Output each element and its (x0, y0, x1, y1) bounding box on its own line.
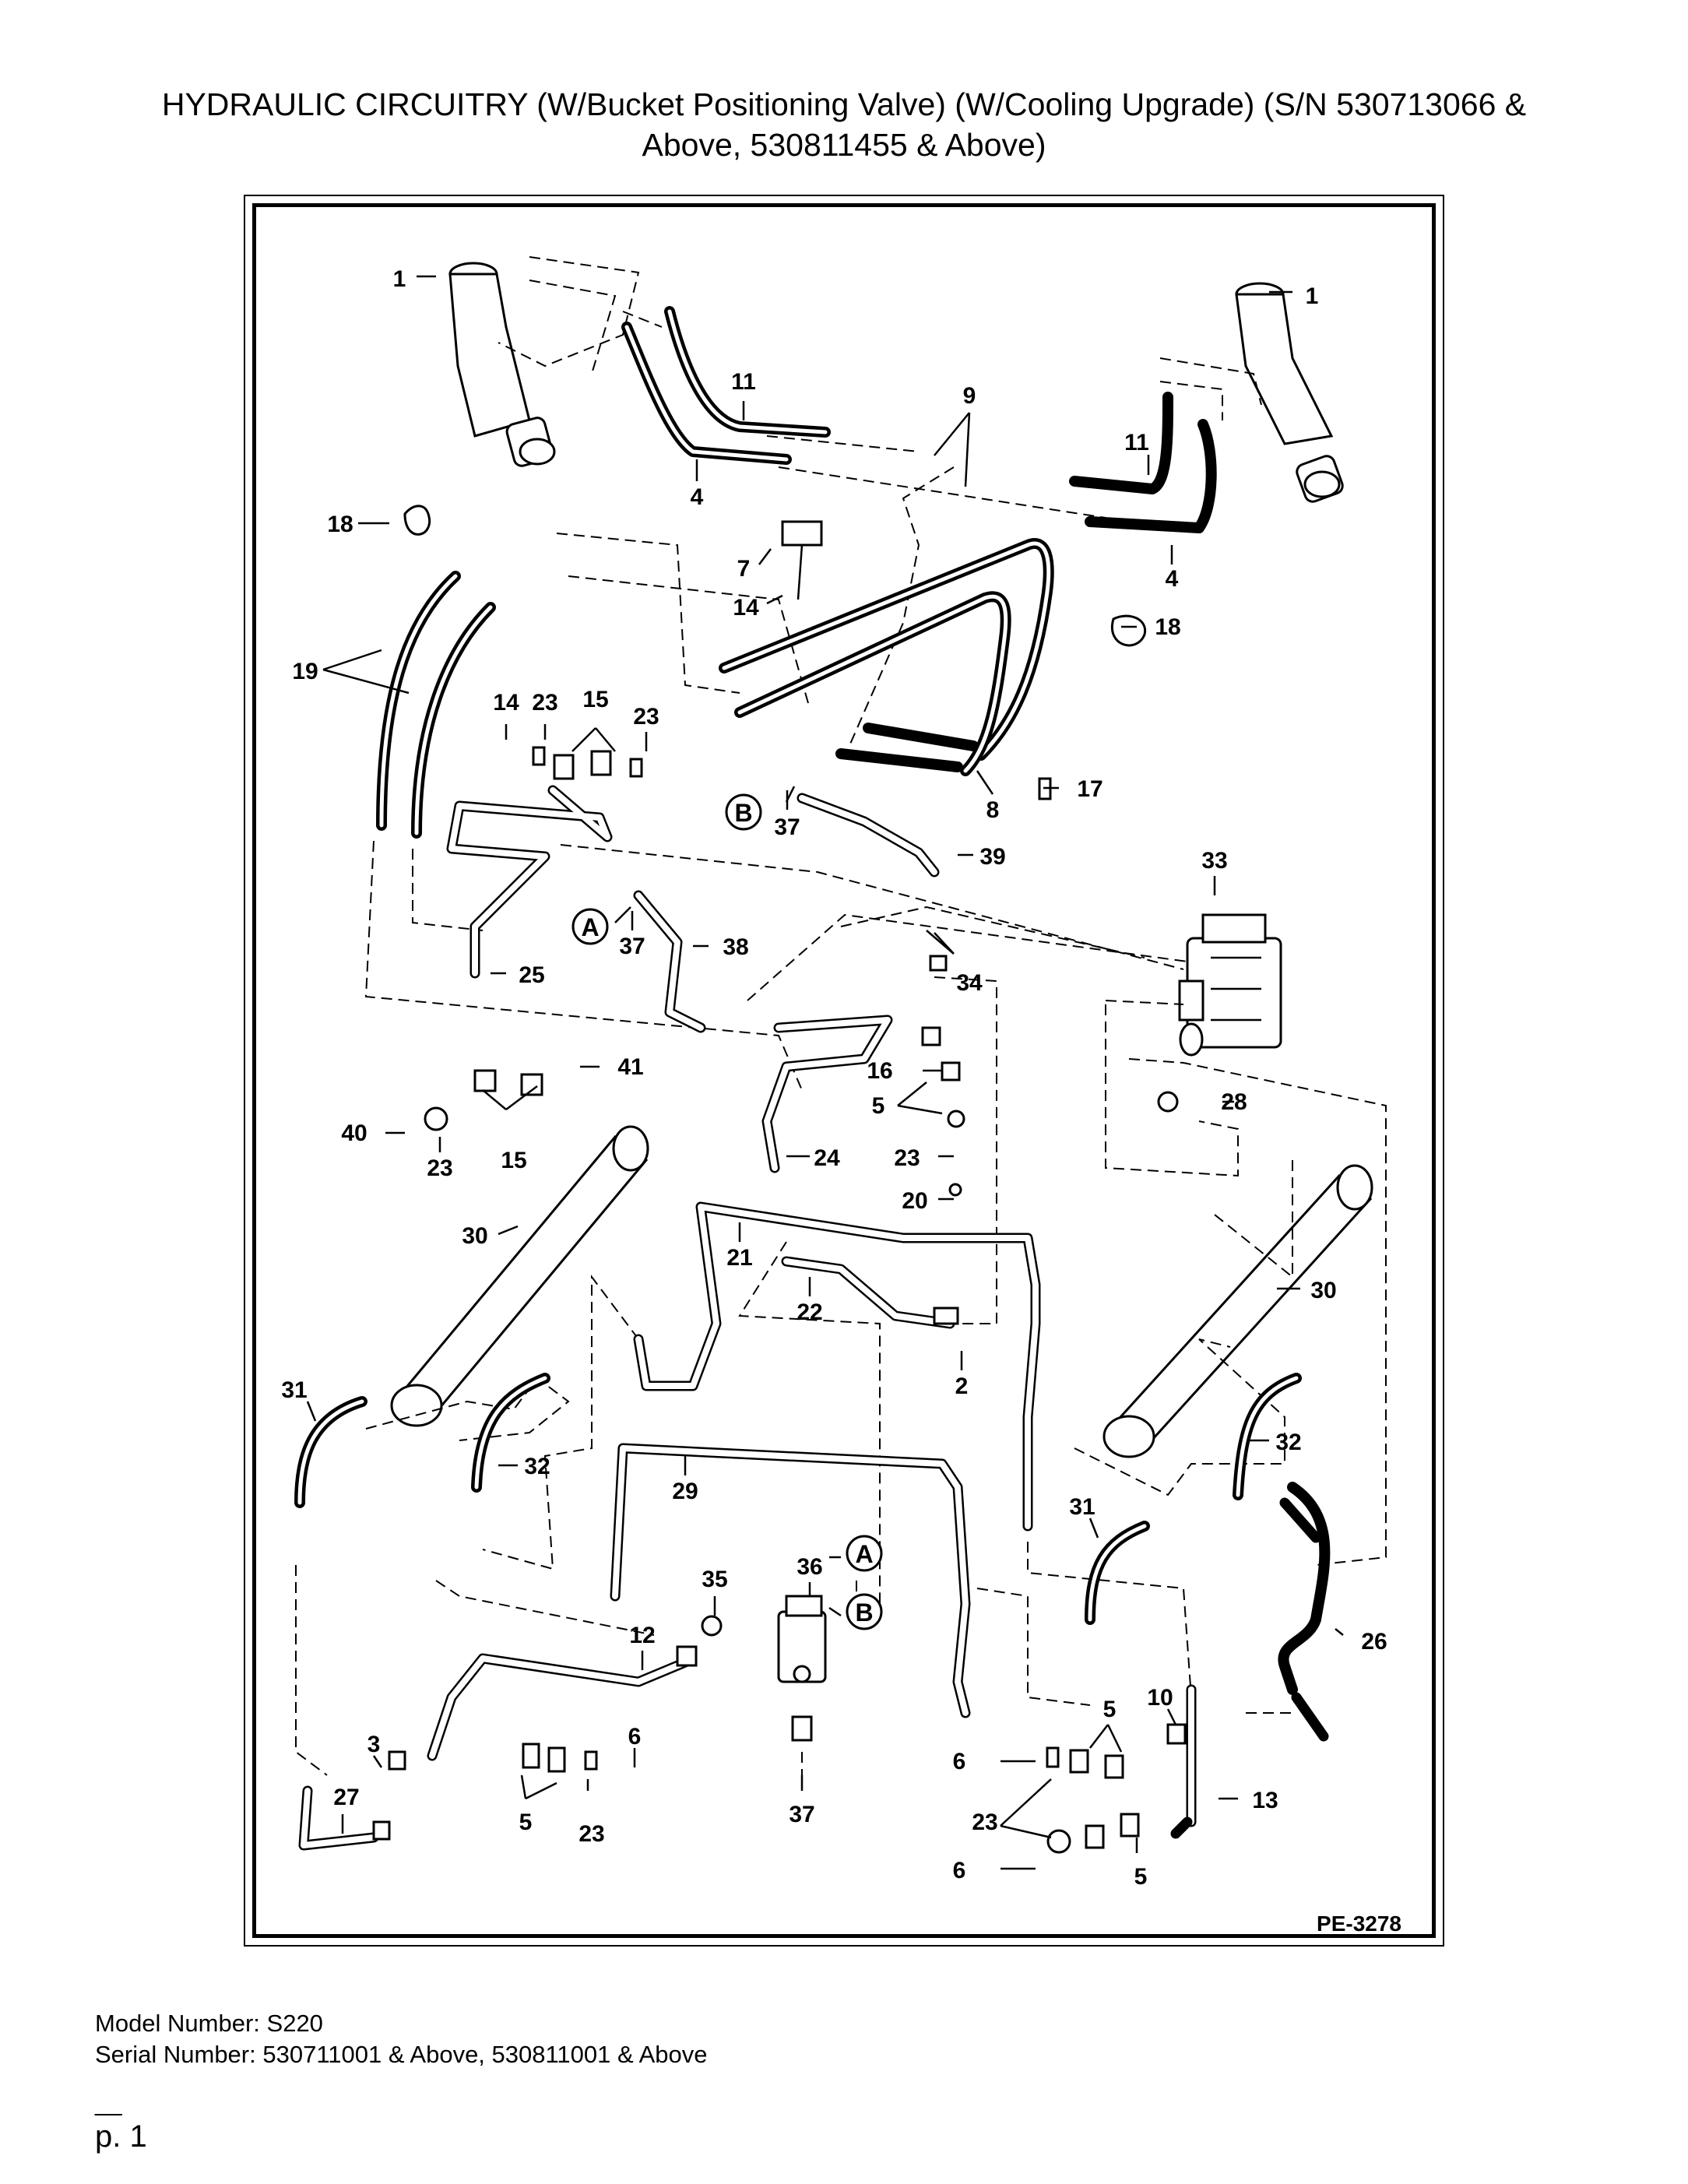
footer-rule: __ (95, 2089, 122, 2116)
circle-a-top: A (581, 913, 599, 941)
title-line-2: Above, 530811455 & Above) (642, 127, 1046, 163)
callout: 5 (1134, 1864, 1148, 1890)
callout: 32 (1275, 1430, 1301, 1455)
callout: 2 (955, 1373, 969, 1399)
callout: 30 (462, 1223, 487, 1249)
callout: 23 (532, 690, 557, 716)
callout: 8 (986, 797, 1000, 823)
callout: 7 (737, 556, 751, 582)
callout: 33 (1201, 848, 1227, 874)
callout-numbers: 1 1 11 9 11 4 4 18 18 7 14 19 14 23 15 2… (281, 266, 1387, 1890)
callout: 21 (726, 1245, 752, 1271)
callout: 31 (1069, 1494, 1095, 1520)
callout: 6 (953, 1749, 966, 1774)
callout: 10 (1147, 1685, 1173, 1711)
circle-b-bottom: B (855, 1598, 873, 1627)
page-title: HYDRAULIC CIRCUITRY (W/Bucket Positionin… (93, 84, 1595, 165)
callout: 4 (691, 484, 704, 510)
title-line-1: HYDRAULIC CIRCUITRY (W/Bucket Positionin… (161, 86, 1527, 122)
callout: 37 (789, 1802, 814, 1827)
cylinder-right-top (1235, 282, 1344, 503)
control-valve (1178, 913, 1282, 1057)
circle-labels: B A A B (571, 793, 883, 1630)
callout: 23 (633, 704, 659, 730)
callout: 29 (672, 1479, 698, 1504)
callout: 38 (723, 934, 748, 960)
callout: 16 (867, 1058, 892, 1084)
callout: 40 (341, 1120, 367, 1146)
diagram-frame (244, 195, 1444, 1947)
callout: 19 (292, 659, 318, 684)
callout: 5 (519, 1809, 533, 1835)
leader-lines (306, 275, 1344, 1870)
callout: 39 (979, 844, 1005, 870)
callout: 27 (333, 1785, 359, 1810)
cylinder-right-bottom (1102, 1164, 1373, 1458)
callout: 25 (519, 962, 544, 988)
small-parts (372, 505, 1187, 1854)
circle-a-bottom: A (855, 1540, 873, 1568)
callout: 41 (617, 1054, 643, 1080)
callout: 20 (902, 1188, 927, 1214)
callout: 18 (327, 512, 353, 537)
circle-b-top: B (734, 799, 752, 827)
callout: 31 (281, 1377, 307, 1403)
callout: 6 (953, 1858, 966, 1883)
page-number: p. 1 (95, 2119, 147, 2154)
callout: 11 (1124, 430, 1149, 455)
callout: 28 (1221, 1089, 1247, 1115)
callout: 3 (367, 1732, 381, 1757)
callout: 24 (814, 1145, 840, 1171)
callout: 11 (731, 369, 756, 395)
diagram-ref-code: PE-3278 (1317, 1911, 1401, 1936)
callout: 23 (972, 1809, 997, 1835)
tubes (298, 785, 1197, 1851)
strap-18-right (1110, 614, 1147, 647)
callout: 34 (956, 970, 983, 996)
callout: 37 (619, 934, 645, 959)
callout: 5 (1103, 1697, 1117, 1722)
strap-18-left (403, 505, 431, 536)
callout: 36 (797, 1554, 822, 1580)
bucket-positioning-valve (777, 1595, 827, 1742)
callout: 14 (493, 690, 519, 716)
callout: 23 (894, 1145, 920, 1171)
serial-number: Serial Number: 530711001 & Above, 530811… (95, 2041, 708, 2068)
callout: 26 (1361, 1629, 1387, 1655)
callout: 1 (1306, 283, 1319, 309)
diagram-inner-border (252, 203, 1436, 1938)
callout: 23 (578, 1821, 604, 1847)
hoses (294, 306, 1331, 1742)
callout: 32 (524, 1454, 550, 1479)
model-number: Model Number: S220 (95, 2010, 323, 2037)
callout: 17 (1077, 776, 1102, 802)
callout: 18 (1155, 614, 1180, 640)
callout: 4 (1166, 566, 1179, 592)
callout: 9 (963, 383, 976, 409)
callout: 6 (628, 1724, 642, 1750)
callout: 35 (702, 1567, 727, 1592)
callout: 22 (797, 1299, 822, 1325)
callout: 5 (872, 1093, 885, 1119)
callout: 13 (1252, 1788, 1278, 1813)
cylinder-left-top (448, 262, 556, 467)
callout: 30 (1310, 1278, 1336, 1303)
callout: 23 (427, 1155, 452, 1181)
callout: 12 (629, 1623, 655, 1648)
callout: 37 (774, 814, 800, 840)
callout: 15 (582, 687, 608, 712)
callout: 14 (733, 595, 759, 621)
callout: 1 (393, 266, 406, 292)
callout: 15 (501, 1148, 526, 1173)
cylinder-left-bottom (390, 1125, 649, 1427)
